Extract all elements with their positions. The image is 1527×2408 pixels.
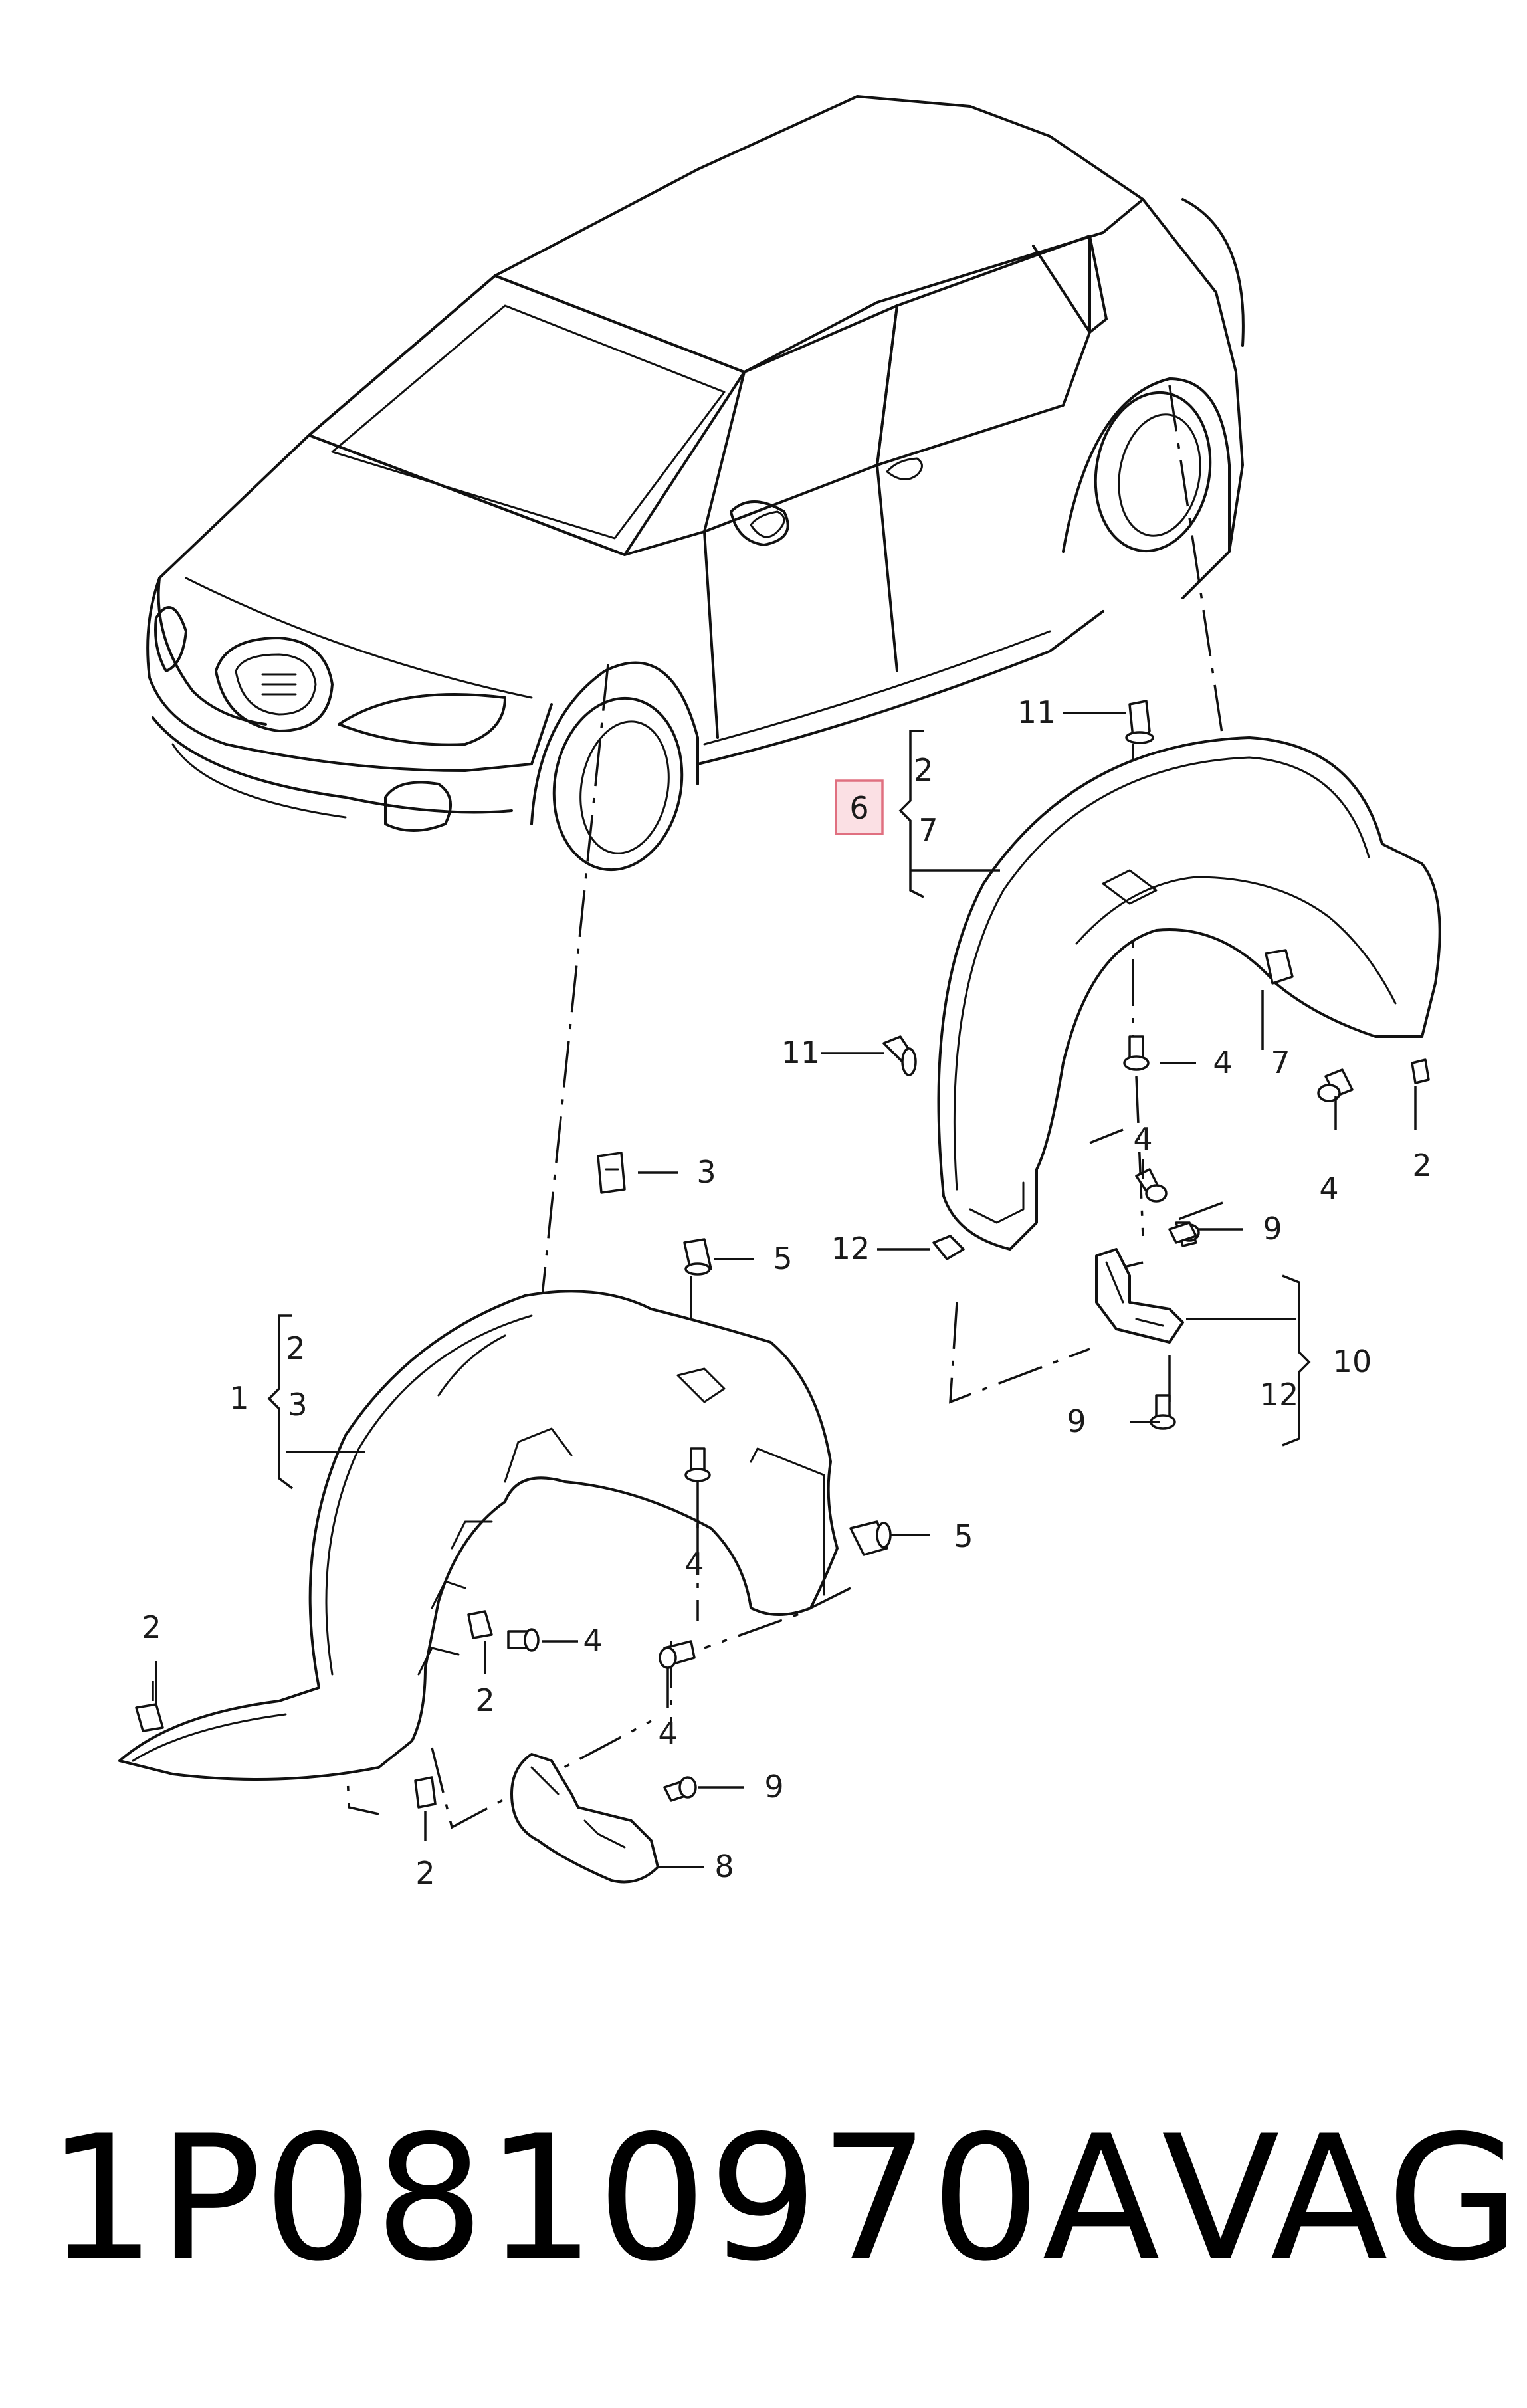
screw-icon	[684, 1447, 711, 1482]
callout-2: 2	[475, 1682, 494, 1718]
callout-11: 11	[781, 1035, 821, 1070]
nut-icon	[135, 1703, 164, 1732]
clip-icon	[849, 1520, 892, 1556]
callout-4: 4	[658, 1716, 677, 1752]
screw-icon	[507, 1628, 540, 1652]
highlight-box	[835, 779, 884, 835]
callout-2: 2	[914, 752, 933, 788]
screw-icon	[659, 1640, 696, 1669]
nut-icon	[1411, 1058, 1430, 1084]
callout-5: 5	[954, 1518, 973, 1554]
clip-icon	[1125, 700, 1154, 744]
callout-4: 4	[583, 1623, 602, 1658]
nut-icon	[932, 1235, 965, 1260]
nut-icon	[414, 1776, 437, 1809]
part-number-footer: 1P0810970A VAG	[47, 2099, 1520, 2300]
callout-4: 4	[1319, 1171, 1338, 1207]
callout-3: 3	[288, 1387, 307, 1423]
clip-icon	[683, 1238, 712, 1276]
callout-1: 1	[229, 1380, 249, 1416]
callout-9: 9	[764, 1769, 783, 1805]
callout-9: 9	[1067, 1403, 1086, 1439]
callout-6: 6	[849, 790, 868, 826]
front-wheel-liner	[118, 1290, 839, 1781]
callout-10: 10	[1333, 1344, 1372, 1379]
callout-labels: 6 11 2 7 11 4 7 4 4 2 12 9 10 12 9 3 5 2…	[142, 694, 1431, 1891]
callout-2: 2	[415, 1855, 435, 1891]
callout-7: 7	[918, 812, 938, 848]
nut-icon	[467, 1610, 493, 1639]
callout-4: 4	[1213, 1045, 1232, 1080]
callout-12: 12	[1260, 1377, 1299, 1413]
fastener-icons	[135, 700, 1430, 1809]
callout-9: 9	[1263, 1211, 1282, 1247]
callout-5: 5	[773, 1241, 792, 1276]
callout-3: 3	[696, 1154, 716, 1190]
callout-2: 2	[142, 1609, 161, 1645]
callout-7: 7	[1271, 1045, 1290, 1080]
car-illustration	[146, 95, 1245, 872]
clip-icon	[1265, 949, 1294, 985]
bracket-10	[1095, 1248, 1184, 1344]
part-number: 1P0810970A	[47, 2099, 1162, 2300]
callout-4: 4	[684, 1546, 704, 1582]
callout-4: 4	[1133, 1121, 1152, 1157]
callout-8: 8	[714, 1849, 734, 1884]
callout-2: 2	[286, 1330, 305, 1366]
callout-12: 12	[831, 1231, 870, 1266]
clip-icon	[882, 1035, 917, 1076]
screw-icon	[1150, 1394, 1176, 1430]
leader-lines	[152, 712, 1417, 1868]
rear-wheel-liner	[937, 736, 1441, 1251]
callout-11: 11	[1017, 694, 1057, 730]
screw-icon	[1168, 1221, 1197, 1244]
screw-icon	[1317, 1068, 1354, 1102]
clip-icon	[597, 1152, 626, 1194]
splash-guard	[510, 1753, 659, 1884]
brand-name: VAG	[1162, 2099, 1522, 2300]
screw-icon	[663, 1776, 697, 1802]
callout-2: 2	[1412, 1148, 1431, 1183]
screw-icon	[1123, 1035, 1150, 1071]
